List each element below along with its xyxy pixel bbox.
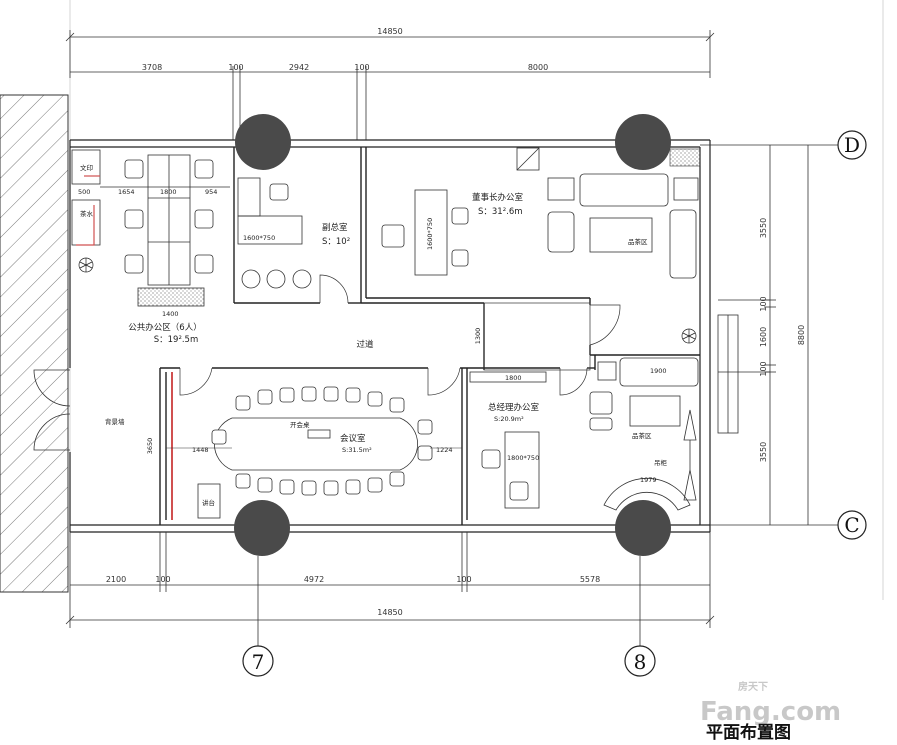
right-total-dim: 8800 [797,325,806,345]
label-corridor: 过道 [356,339,374,350]
plant-icon [78,257,94,273]
top-dimension-chain [65,30,715,140]
label-background-wall: 背景墙 [105,417,125,426]
chairman-furniture [381,147,699,279]
label-chairman-area: S：31².6m [478,207,523,217]
axis-label-c: C [844,513,859,537]
gm-desk-dim: 1800*750 [507,454,539,462]
exterior-walls [69,139,711,533]
plant-icon [681,328,697,344]
public-office-desks [100,154,230,307]
top-dim-5: 8000 [528,63,548,72]
label-podium: 讲台 [202,498,215,507]
bottom-dim-4: 100 [456,575,471,584]
right-dim-1: 3550 [759,218,768,238]
label-cabinet: 吊柜 [654,458,668,467]
axis-label-7: 7 [252,650,265,674]
dim-1448: 1448 [192,446,209,454]
label-gm-office: 总经理办公室 [488,402,540,413]
label-chairman: 董事长办公室 [472,192,524,203]
meeting-table [213,417,419,471]
dim-3650: 3650 [146,438,154,455]
ceo-desk-dim: 1600*750 [426,218,434,250]
axis-label-d: D [844,133,860,157]
gm-office-furniture [469,357,699,511]
right-dim-2: 100 [759,296,768,311]
column [615,114,671,170]
top-dim-2: 100 [228,63,243,72]
label-vice-president-area: S：10² [322,237,350,247]
bottom-dim-2: 100 [155,575,170,584]
right-dim-5: 3550 [759,442,768,462]
dim-1224: 1224 [436,446,453,454]
top-dim-4: 100 [354,63,369,72]
axis-label-8: 8 [634,650,647,674]
bottom-dimension-chain [65,532,715,628]
column [615,500,671,556]
label-meeting: 会议室 [340,433,366,444]
top-dim-3: 2942 [289,63,309,72]
label-public-office-area: S：19².5m [154,335,199,345]
label-tea-area: 茶水 [80,209,94,218]
top-dim-1: 3708 [142,63,162,72]
dim-1654: 1654 [118,188,135,196]
dim-1300: 1300 [474,328,482,345]
label-meeting-area: S:31.5m² [342,446,372,454]
watermark-cn: 房天下 [738,680,768,693]
bottom-dim-3: 4972 [304,575,324,584]
vice-president-furniture [237,177,312,289]
dim-500: 500 [78,188,90,196]
right-dim-4: 100 [759,361,768,376]
right-window [717,299,770,434]
label-tea-zone: 品茶区 [628,237,648,246]
label-gm-tea-zone: 品茶区 [632,431,652,440]
drawing-title: 平面布置图 [706,722,791,743]
entrance-door [33,369,71,451]
label-file-area: 文印 [80,163,93,172]
column [234,500,290,556]
dim-1400: 1400 [162,310,179,318]
top-total-dim: 14850 [377,27,402,36]
right-dim-3: 1600 [759,327,768,347]
label-vice-president: 副总室 [322,222,348,233]
label-public-office: 公共办公区（6人） [128,322,201,333]
adjacent-building-hatch [0,94,69,593]
meeting-chairs [197,386,433,519]
label-gm-office-area: S:20.9m² [494,415,524,423]
column [235,114,291,170]
watermark-logo: Fang.com [700,697,841,727]
bottom-total-dim: 14850 [377,608,402,617]
label-meeting-table: 开会桌 [290,420,310,429]
bottom-dim-5: 5578 [580,575,600,584]
dim-1979: 1979 [640,476,657,484]
interior-walls [159,147,700,525]
dim-gm-top: 1800 [505,374,522,382]
dim-954: 954 [205,188,217,196]
dim-1800: 1800 [160,188,177,196]
bottom-dim-1: 2100 [106,575,126,584]
dim-1900: 1900 [650,367,667,375]
vp-desk-dim: 1600*750 [243,234,275,242]
